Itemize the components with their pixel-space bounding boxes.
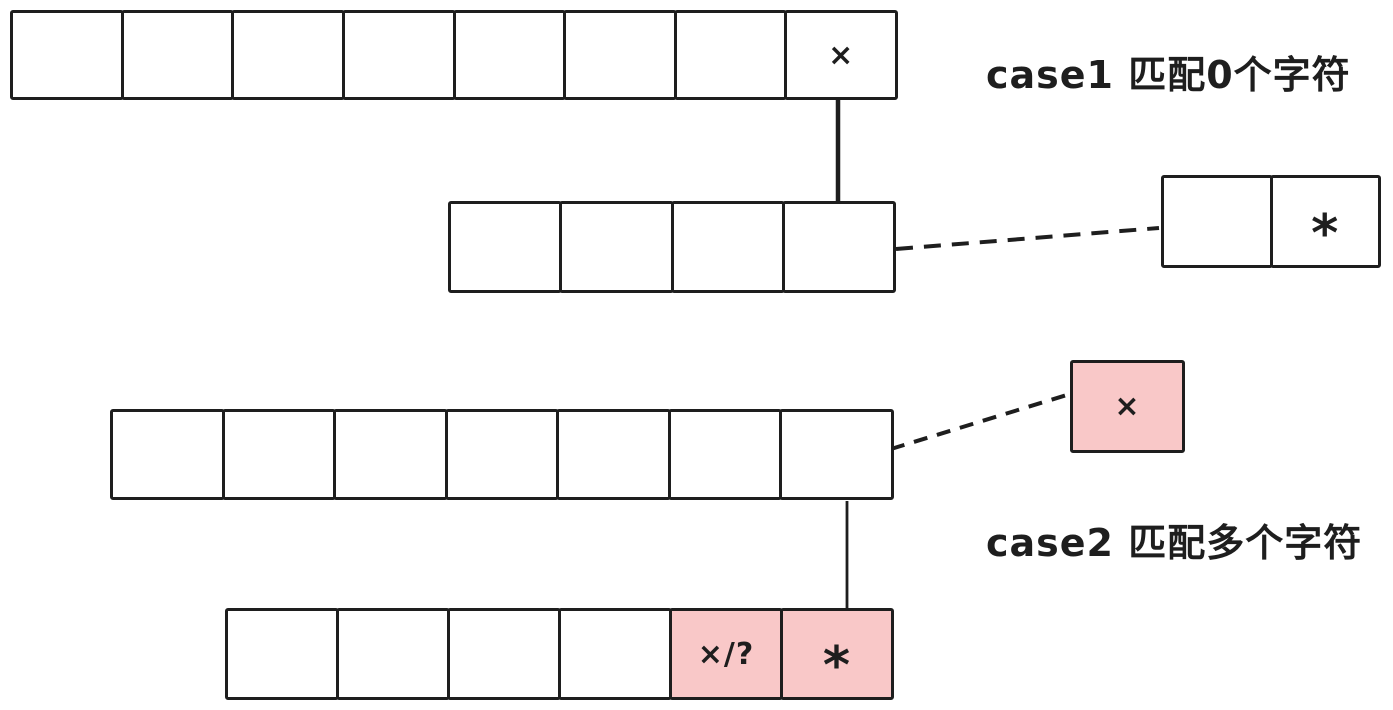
cell-2-empty xyxy=(559,201,674,293)
cell-2-empty xyxy=(221,409,337,500)
case2-highlight-char-box: × xyxy=(1070,360,1185,453)
cell-1-empty xyxy=(10,10,124,100)
case1-text-row: × xyxy=(10,10,898,100)
case1-dashed-connector xyxy=(895,226,1160,251)
cell-5-empty xyxy=(556,409,671,500)
cell-6-empty xyxy=(667,409,783,500)
cell-1-empty xyxy=(448,201,563,293)
cell-1-symbol: × xyxy=(1070,360,1185,453)
cell-1-empty xyxy=(225,608,339,700)
cell-7-empty xyxy=(673,10,788,100)
case1-label: case1 匹配0个字符 xyxy=(986,53,1351,97)
cell-6-empty xyxy=(563,10,677,100)
cell-symbol-text: × xyxy=(828,37,855,73)
cell-3-empty xyxy=(447,608,561,700)
cell-symbol-text: * xyxy=(822,636,852,696)
case1-matched-row xyxy=(448,201,896,293)
cell-symbol-text: * xyxy=(1311,203,1340,264)
cell-2-empty xyxy=(120,10,235,100)
cell-4-empty xyxy=(341,10,456,100)
case1-pattern-row: * xyxy=(1161,175,1381,268)
case2-dashed-connector xyxy=(890,392,1071,451)
cell-2-symbol: * xyxy=(1269,175,1381,268)
cell-5-symbol: ×/? xyxy=(669,608,783,700)
case2-label: case2 匹配多个字符 xyxy=(986,521,1363,565)
cell-4-empty xyxy=(781,201,896,293)
cell-4-empty xyxy=(444,409,560,500)
cell-6-symbol: * xyxy=(780,608,894,700)
cell-3-empty xyxy=(231,10,345,100)
cell-7-empty xyxy=(779,409,895,500)
cell-symbol-text: ×/? xyxy=(697,636,755,672)
cell-1-empty xyxy=(110,409,225,500)
cell-3-empty xyxy=(333,409,448,500)
cell-2-empty xyxy=(336,608,450,700)
cell-3-empty xyxy=(670,201,785,293)
case2-matched-row: ×/? * xyxy=(225,608,894,700)
cell-symbol-text: × xyxy=(1114,389,1141,424)
cell-1-empty xyxy=(1161,175,1273,268)
cell-4-empty xyxy=(558,608,672,700)
case2-text-row xyxy=(110,409,895,500)
cell-8-symbol: × xyxy=(784,10,898,100)
cell-5-empty xyxy=(452,10,567,100)
